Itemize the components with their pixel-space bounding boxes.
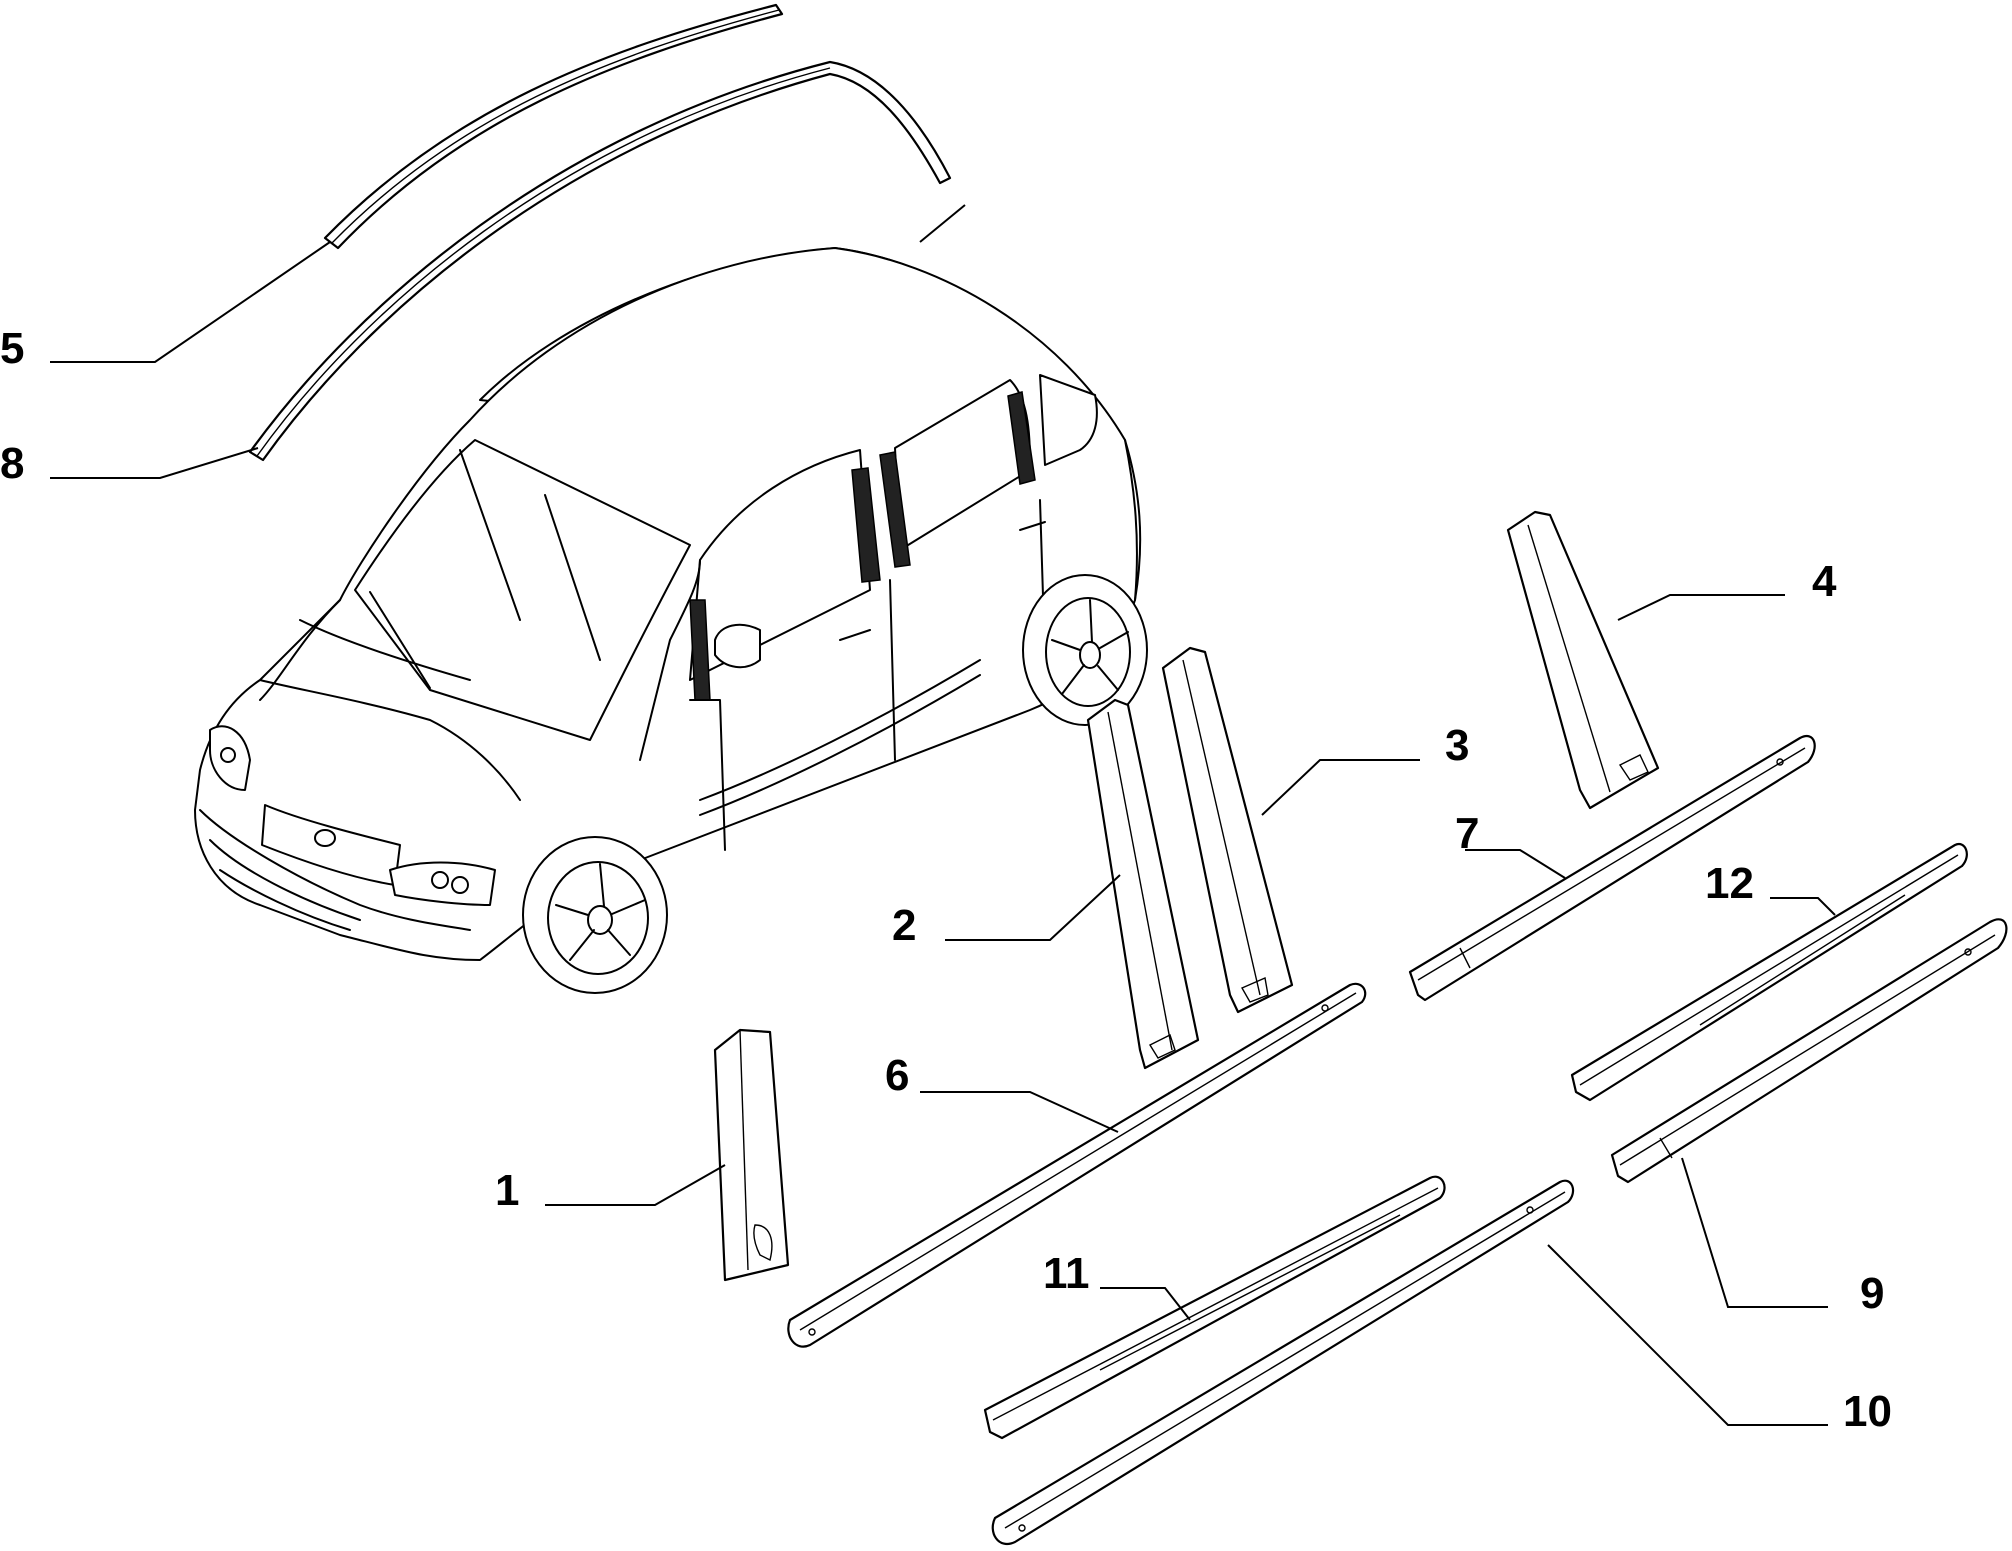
callout-5: 5: [0, 324, 24, 373]
side-molding-part-10: [991, 1179, 1575, 1545]
sill-molding-part-12: [1570, 842, 1968, 1102]
pillar-trim-part-2: [1086, 698, 1200, 1070]
callout-labels: 5 8 4 3 7 12 2 6 1 11 9 10: [0, 324, 1892, 1436]
callout-7: 7: [1455, 809, 1479, 858]
car-illustration: [194, 247, 1148, 994]
callout-12: 12: [1705, 859, 1754, 908]
callout-10: 10: [1843, 1387, 1892, 1436]
callout-6: 6: [885, 1051, 909, 1100]
callout-4: 4: [1812, 557, 1837, 606]
pillar-trim-part-3: [1161, 646, 1294, 1014]
sill-molding-part-11: [983, 1175, 1446, 1440]
callout-2: 2: [892, 901, 916, 950]
leader-lines: [50, 241, 1836, 1426]
callout-9: 9: [1860, 1269, 1884, 1318]
callout-1: 1: [495, 1166, 519, 1215]
pillar-trim-part-1: [713, 1028, 790, 1282]
roof-molding-part-8: [248, 60, 966, 462]
side-molding-part-9: [1610, 918, 2008, 1184]
roof-molding-part-5: [323, 3, 784, 250]
pillar-trim-part-4: [1506, 510, 1660, 810]
callout-11: 11: [1043, 1249, 1090, 1298]
side-molding-part-7: [1408, 735, 1816, 1002]
callout-8: 8: [0, 439, 24, 488]
side-molding-part-6: [787, 982, 1367, 1348]
callout-3: 3: [1445, 721, 1469, 770]
